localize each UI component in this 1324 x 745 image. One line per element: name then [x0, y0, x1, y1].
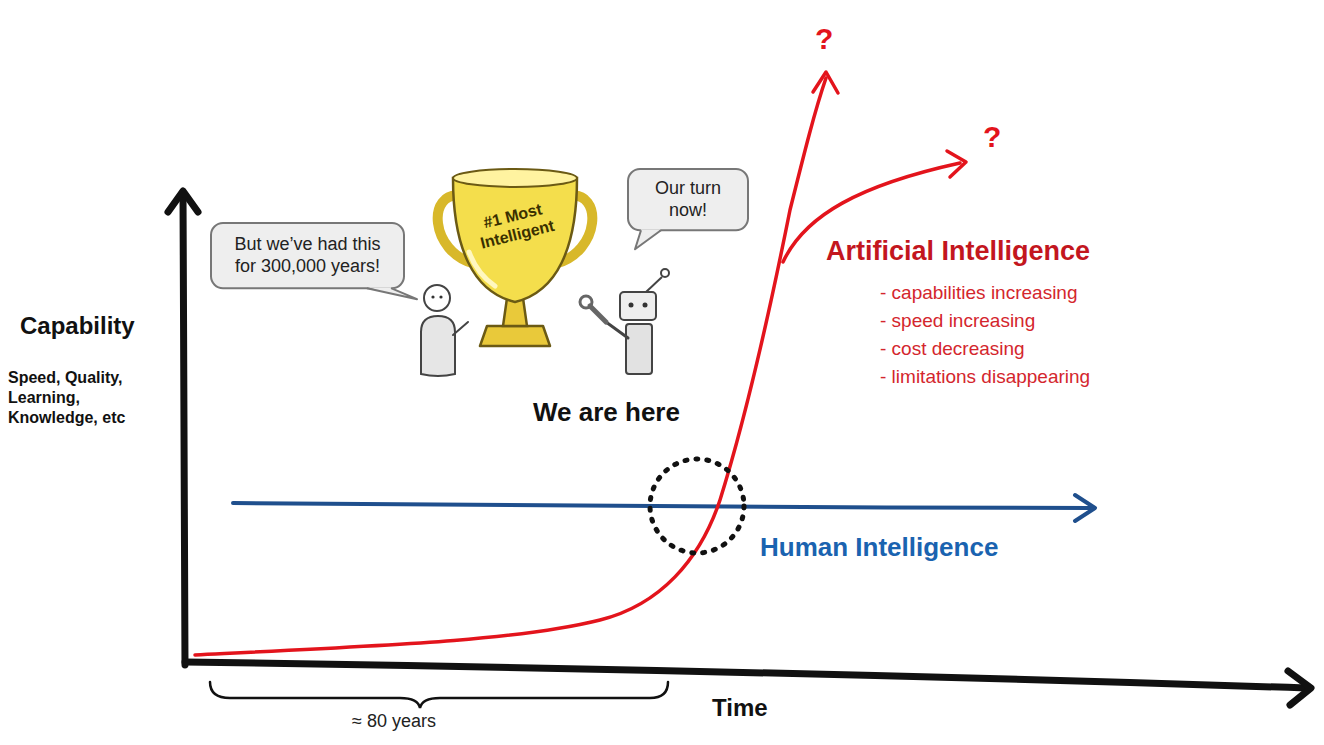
trophy: #1 Most Intelligent [425, 160, 605, 360]
speech-bubble: Our turn now! [627, 168, 749, 231]
wrench-head [580, 296, 592, 308]
trophy-cup [453, 178, 577, 302]
dashed-circle [650, 459, 744, 553]
bubble-text: But we’ve had this for 300,000 years! [228, 234, 387, 277]
question-mark: ? [983, 120, 1001, 155]
series-label: Human Intelligence [760, 533, 998, 563]
robot-antenna-ball [661, 269, 669, 277]
robot-eye [629, 303, 634, 308]
person-arm [453, 322, 468, 335]
ai-branch-arrowhead [947, 151, 966, 177]
ai-curve [195, 78, 826, 655]
trophy-outline [425, 160, 605, 360]
y-axis [183, 194, 185, 665]
robot-antenna [646, 277, 662, 292]
axis-subtitle: Speed, Quality, Learning, Knowledge, etc [8, 368, 168, 428]
trophy-drawing [438, 169, 593, 346]
annotation: We are here [533, 398, 680, 428]
question-mark: ? [815, 22, 833, 57]
series-label: Artificial Intelligence [826, 236, 1090, 267]
bubble-tail-outline [367, 288, 417, 299]
duration-label: ≈ 80 years [352, 711, 436, 732]
speech-bubble: But we’ve had this for 300,000 years! [210, 222, 405, 289]
trophy-base [480, 326, 550, 346]
ai-curve-arrowhead [813, 72, 838, 93]
person-eye [431, 295, 434, 298]
person-eye [439, 295, 442, 298]
bubble-body [211, 223, 404, 288]
person-body [421, 316, 455, 376]
bubble-tail [635, 229, 661, 249]
y-axis-arrowhead [168, 191, 198, 212]
human-line-arrowhead [1075, 495, 1095, 521]
bubble-tail-outline [635, 230, 661, 249]
bullet-note: - limitations disappearing [880, 366, 1090, 388]
robot-body [626, 324, 652, 374]
bubble-body [628, 169, 748, 230]
axis-title: Capability [20, 312, 135, 340]
x-axis-arrowhead [1288, 671, 1311, 705]
robot-eye [643, 303, 648, 308]
wrench-handle [590, 306, 606, 322]
bubble-text: Our turn now! [643, 178, 733, 221]
bubble-tail [367, 287, 417, 299]
person-head [424, 285, 450, 311]
bullet-note: - cost decreasing [880, 338, 1025, 360]
trophy-rim [453, 169, 577, 187]
human-intelligence-line [233, 503, 1090, 508]
robot-arm [606, 322, 628, 338]
axis-title: Time [712, 694, 768, 722]
x-axis [185, 662, 1306, 688]
bullet-note: - capabilities increasing [880, 282, 1078, 304]
trophy-highlight [469, 252, 495, 286]
bullet-note: - speed increasing [880, 310, 1035, 332]
robot-head [620, 292, 656, 320]
time-brace [210, 682, 668, 708]
